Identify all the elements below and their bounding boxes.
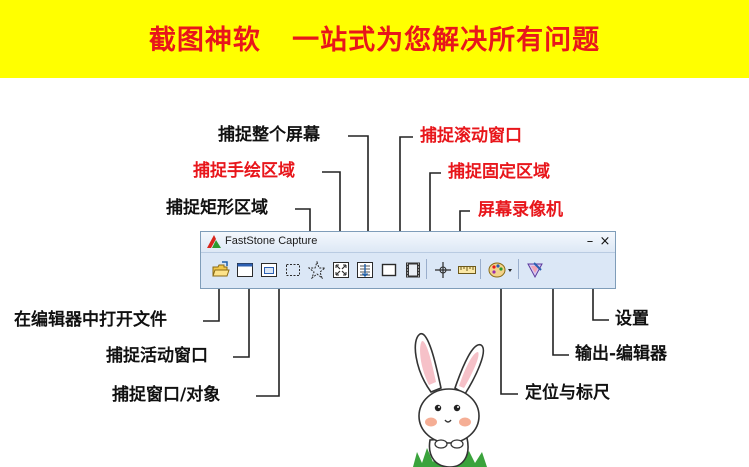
- open-in-editor-button[interactable]: [209, 258, 231, 280]
- banner-title: 截图神软 一站式为您解决所有问题: [148, 25, 601, 56]
- label-capture-scrolling: 捕捉滚动窗口: [420, 126, 522, 146]
- ruler-button[interactable]: [455, 258, 477, 280]
- app-logo-icon: [207, 235, 221, 248]
- label-crosshair-ruler: 定位与标尺: [525, 383, 610, 403]
- freehand-region-icon: [308, 261, 326, 279]
- minimize-button[interactable]: –: [586, 234, 594, 249]
- label-capture-active-window: 捕捉活动窗口: [106, 346, 208, 366]
- window-title: FastStone Capture: [225, 235, 318, 247]
- label-output-editor: 输出-编辑器: [575, 344, 668, 364]
- capture-full-screen-button[interactable]: [329, 258, 351, 280]
- scrolling-window-icon: [357, 262, 373, 278]
- label-capture-rectangle: 捕捉矩形区域: [166, 198, 268, 218]
- window-object-icon: [261, 263, 277, 277]
- capture-window-object-button[interactable]: [257, 258, 279, 280]
- capture-fixed-button[interactable]: [377, 258, 399, 280]
- toolbar-separator: [480, 259, 481, 279]
- output-palette-icon: [488, 262, 512, 278]
- active-window-icon: [237, 263, 253, 277]
- crosshair-icon: [435, 262, 451, 278]
- screen-recorder-icon: [406, 262, 420, 278]
- ruler-icon: [458, 266, 476, 274]
- toolbar-buttons: [207, 258, 611, 282]
- capture-toolbar-window[interactable]: FastStone Capture – ×: [200, 231, 616, 289]
- toolbar-separator: [518, 259, 519, 279]
- label-capture-freehand: 捕捉手绘区域: [193, 161, 295, 181]
- capture-freehand-button[interactable]: [305, 258, 327, 280]
- full-screen-icon: [333, 262, 349, 278]
- output-editor-button[interactable]: [485, 258, 515, 280]
- label-open-in-editor: 在编辑器中打开文件: [14, 310, 167, 330]
- capture-scrolling-button[interactable]: [353, 258, 375, 280]
- crosshair-button[interactable]: [431, 258, 453, 280]
- capture-rectangle-button[interactable]: [281, 258, 303, 280]
- bunny-mascot-image: [413, 333, 487, 467]
- label-capture-fixed: 捕捉固定区域: [448, 162, 550, 182]
- fixed-region-icon: [381, 263, 397, 277]
- rectangle-region-icon: [286, 264, 300, 276]
- settings-icon: [527, 262, 543, 279]
- label-screen-recorder: 屏幕录像机: [478, 200, 563, 220]
- capture-active-window-button[interactable]: [233, 258, 255, 280]
- toolbar-separator: [426, 259, 427, 279]
- close-button[interactable]: ×: [599, 234, 611, 249]
- label-capture-full-screen: 捕捉整个屏幕: [218, 125, 320, 145]
- banner: 截图神软 一站式为您解决所有问题: [0, 0, 749, 78]
- open-folder-icon: [212, 261, 230, 277]
- label-settings: 设置: [615, 309, 649, 329]
- screen-recorder-button[interactable]: [401, 258, 423, 280]
- window-titlebar[interactable]: FastStone Capture – ×: [201, 232, 615, 253]
- settings-button[interactable]: [523, 258, 545, 280]
- label-capture-window-object: 捕捉窗口/对象: [112, 385, 221, 405]
